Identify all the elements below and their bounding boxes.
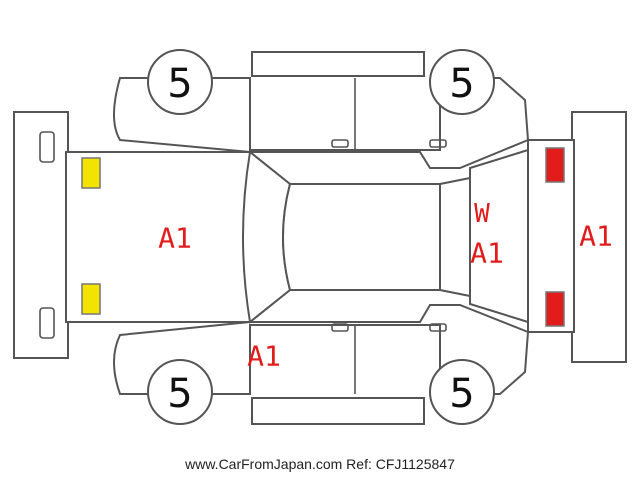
front-bumper [13,111,69,359]
damage-code-rear: A1 [579,220,613,253]
tire-rear-right-score: 5 [449,371,474,417]
tire-front-left-score: 5 [167,61,192,107]
rear-lamp-bottom [545,291,565,327]
front-lamp-bottom [81,283,101,315]
footer-site: www.CarFromJapan.com [185,456,343,472]
damage-code-windshield: A1 [470,237,504,270]
damage-code-left-side: A1 [247,340,281,373]
tire-rear-left-score: 5 [449,61,474,107]
footer-credit: www.CarFromJapan.com Ref: CFJ1125847 [0,456,640,472]
body-plan-view [65,139,575,333]
damage-code-windshield-prefix: W [474,199,490,229]
roof-strip-top [251,51,425,77]
tire-front-left: 5 [147,49,213,115]
tire-front-right-score: 5 [167,371,192,417]
body-side-bottom [113,304,530,395]
tire-rear-right: 5 [429,359,495,425]
footer-ref: Ref: CFJ1125847 [346,456,455,472]
tire-front-right: 5 [147,359,213,425]
front-lamp-top [81,157,101,189]
damage-code-hood: A1 [158,222,192,255]
roof-strip-bottom [251,397,425,425]
tire-rear-left: 5 [429,49,495,115]
rear-lamp-top [545,147,565,183]
